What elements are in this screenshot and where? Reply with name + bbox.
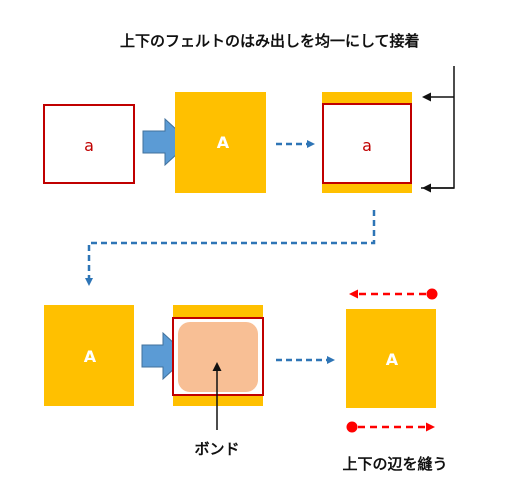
felt-A2-box bbox=[44, 305, 134, 406]
bond-label: ボンド bbox=[194, 440, 239, 458]
fabric-a-box bbox=[43, 104, 135, 184]
bond-area bbox=[178, 322, 258, 392]
felt-A3-letter: A bbox=[386, 350, 399, 369]
fabric-on-felt-box bbox=[322, 103, 412, 184]
sew-top-dot bbox=[426, 288, 438, 300]
top-note-label: 上下のフェルトのはみ出しを均一にして接着 bbox=[120, 32, 420, 50]
felt-A2-letter: A bbox=[84, 347, 97, 366]
felt-A-box bbox=[175, 92, 266, 193]
sew-bottom-dot bbox=[346, 421, 358, 433]
felt-A-letter: A bbox=[217, 133, 230, 152]
fabric-a-letter: a bbox=[84, 136, 94, 155]
bracket-line bbox=[421, 66, 455, 189]
felt-A3-box bbox=[346, 309, 436, 408]
fabric-on-felt-letter: a bbox=[362, 136, 372, 155]
dashed-connector bbox=[85, 210, 376, 286]
sew-note-label: 上下の辺を縫う bbox=[342, 455, 447, 473]
